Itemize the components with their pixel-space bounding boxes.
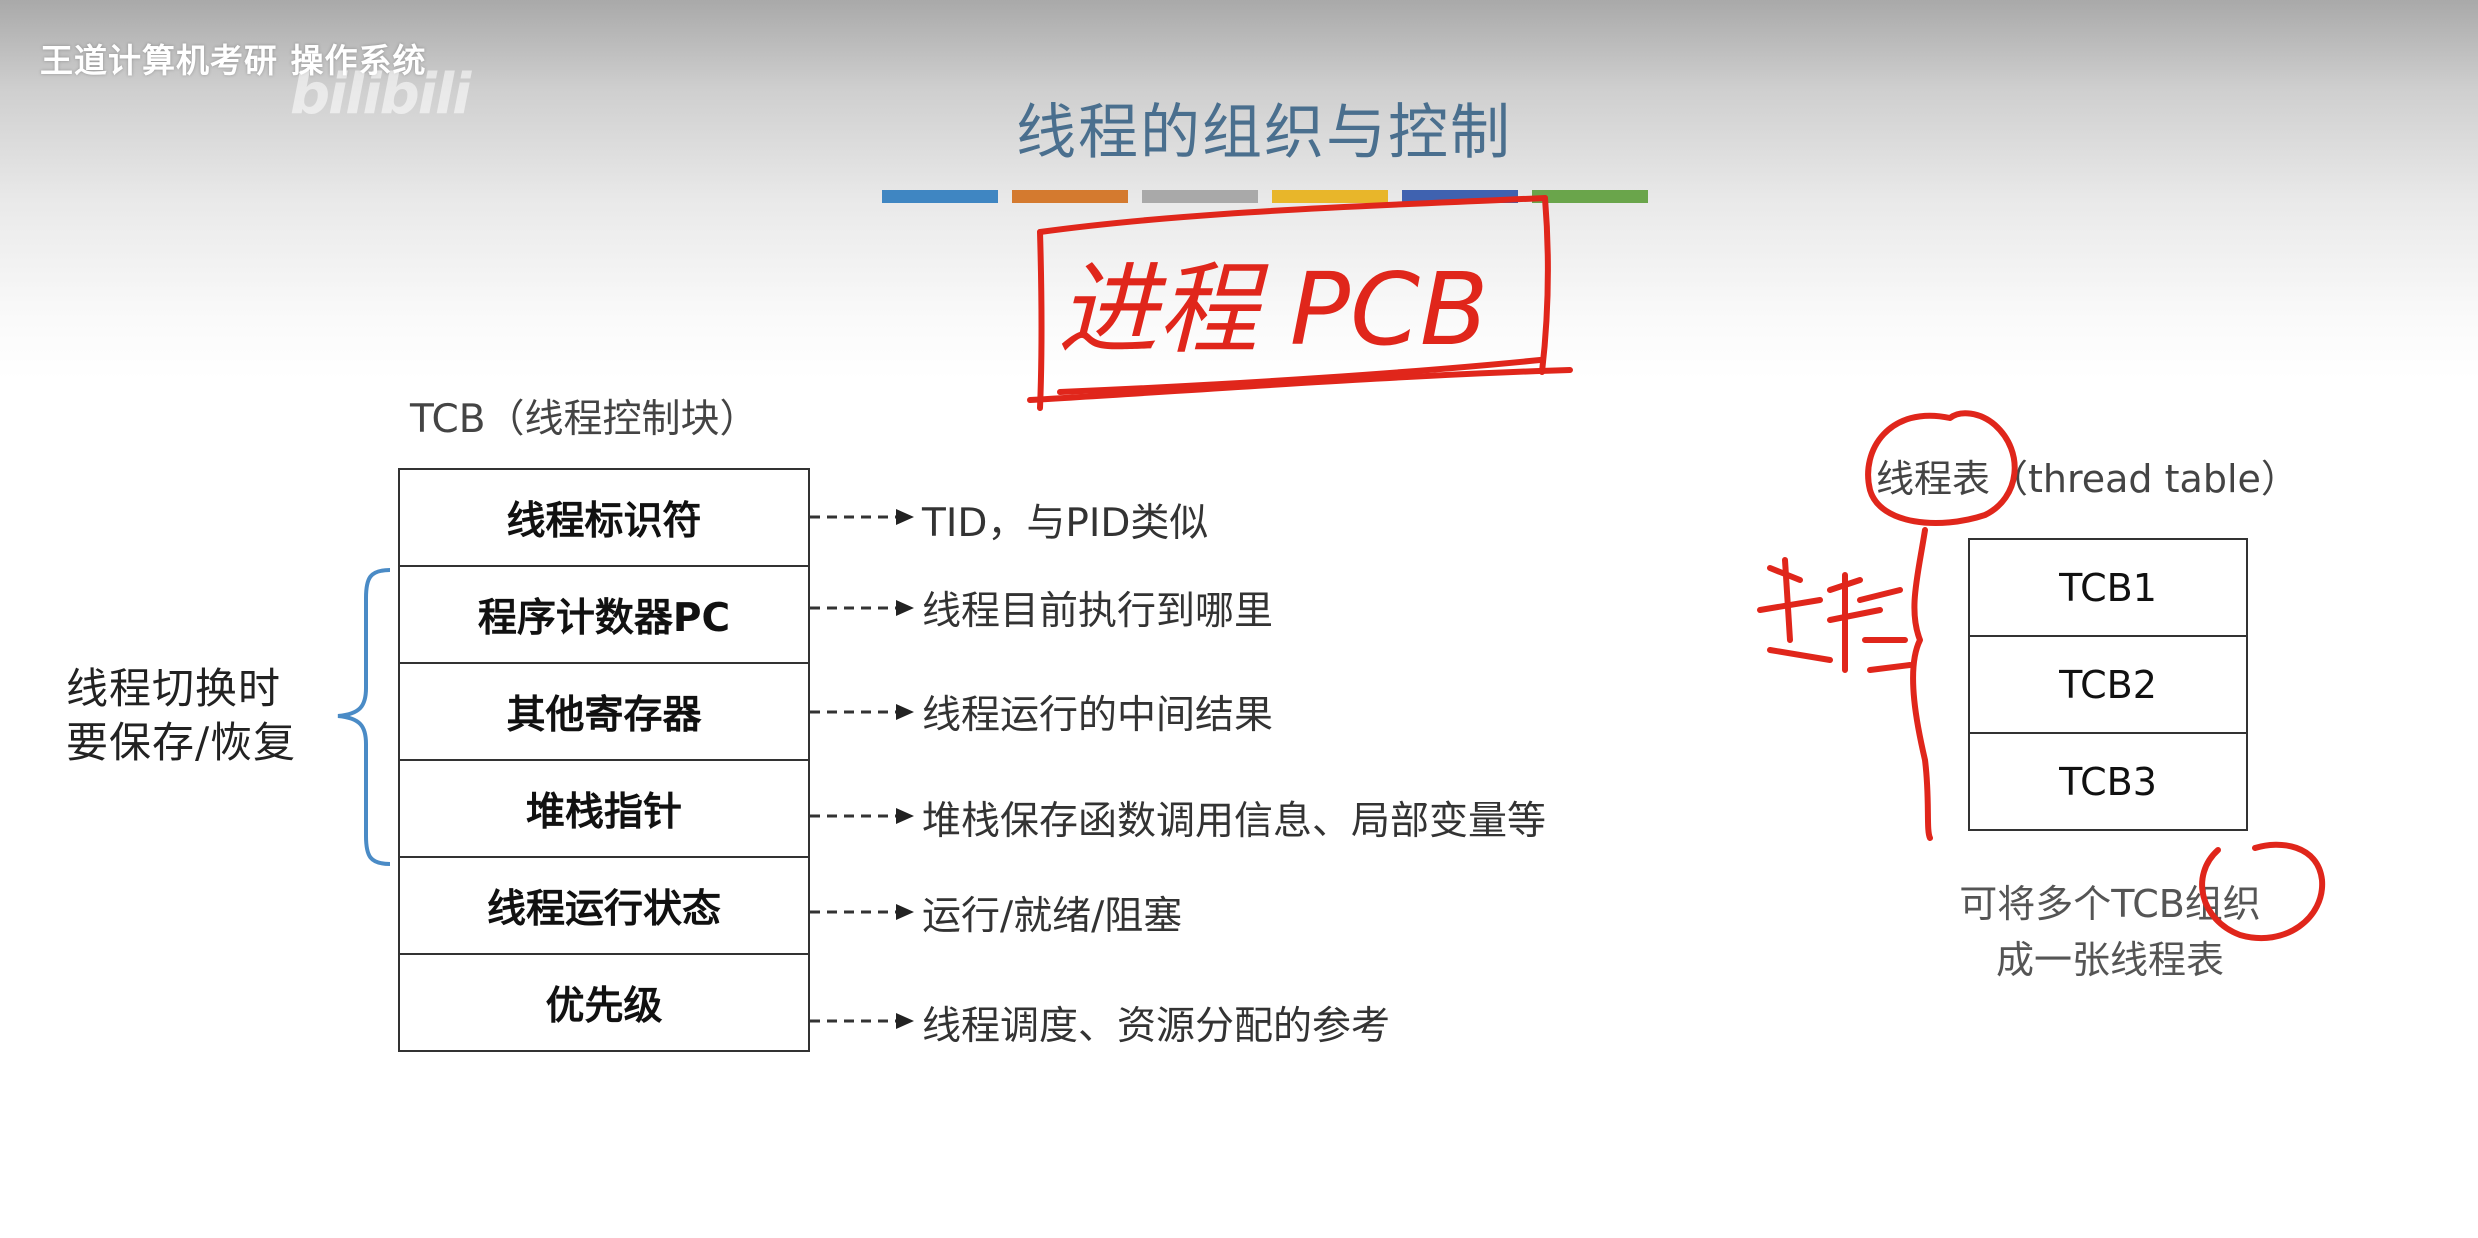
dashed-arrow-icon (810, 704, 914, 720)
thread-table: TCB1 TCB2 TCB3 (1968, 538, 2248, 831)
tcb-heading: TCB（线程控制块） (410, 397, 759, 442)
dashed-arrow-icon (810, 600, 914, 616)
tcb-field-description: 运行/就绪/阻塞 (922, 894, 1183, 939)
ink-box-stroke (1539, 195, 1551, 375)
ink-scribble-stroke (1757, 557, 1833, 663)
ink-scribble-stroke (1827, 572, 1913, 673)
thread-table-note: 可将多个TCB组织 成一张线程表 (1890, 876, 2330, 988)
ink-box-stroke (1037, 195, 1548, 235)
dashed-arrow-icon (810, 904, 914, 920)
tcb-field-description: 线程运行的中间结果 (922, 693, 1274, 738)
ink-brace-stroke (1910, 527, 1933, 841)
thread-table-entry: TCB1 (1970, 540, 2246, 637)
curly-brace-icon (337, 568, 391, 866)
ink-circle-stroke (1865, 410, 2018, 526)
color-bar-segment (1272, 190, 1388, 203)
tcb-field: 堆栈指针 (400, 761, 808, 858)
tcb-field-description: 线程目前执行到哪里 (922, 589, 1274, 634)
tcb-field-description: 堆栈保存函数调用信息、局部变量等 (922, 799, 1547, 844)
dashed-arrow-icon (810, 509, 914, 525)
note-line: 可将多个TCB组织 (1959, 882, 2261, 926)
save-label-line: 线程切换时 (66, 664, 282, 713)
dashed-arrow-icon (810, 808, 914, 824)
tcb-field-description: TID，与PID类似 (922, 501, 1209, 546)
ink-handwriting-text: 进程 PCB (1058, 251, 1489, 368)
title-color-bar (882, 190, 1648, 203)
tcb-field-description: 线程调度、资源分配的参考 (922, 1004, 1391, 1049)
tcb-field: 程序计数器PC (400, 567, 808, 664)
slide-title: 线程的组织与控制 (1016, 98, 1512, 168)
save-label-line: 要保存/恢复 (66, 718, 297, 767)
thread-table-entry: TCB3 (1970, 734, 2246, 829)
thread-table-entry: TCB2 (1970, 637, 2246, 734)
tcb-field: 线程标识符 (400, 470, 808, 567)
color-bar-segment (1142, 190, 1258, 203)
dashed-arrow-icon (810, 1013, 914, 1029)
tcb-field: 其他寄存器 (400, 664, 808, 761)
color-bar-segment (1012, 190, 1128, 203)
ink-box-stroke (1037, 229, 1045, 411)
tcb-field: 优先级 (400, 955, 808, 1050)
course-title-overlay: 王道计算机考研 操作系统 (40, 41, 427, 80)
ink-box-stroke (1027, 367, 1573, 403)
color-bar-segment (1532, 190, 1648, 203)
note-line: 成一张线程表 (1995, 938, 2224, 982)
bilibili-watermark: bilibili (290, 62, 471, 127)
ink-circle-stroke (2199, 841, 2326, 942)
save-restore-label: 线程切换时 要保存/恢复 (66, 662, 296, 770)
thread-table-label: 线程表（thread table） (1876, 457, 2299, 501)
tcb-field: 线程运行状态 (400, 858, 808, 955)
color-bar-segment (882, 190, 998, 203)
tcb-table: 线程标识符 程序计数器PC 其他寄存器 堆栈指针 线程运行状态 优先级 (398, 468, 810, 1052)
ink-box-stroke (1057, 357, 1543, 395)
